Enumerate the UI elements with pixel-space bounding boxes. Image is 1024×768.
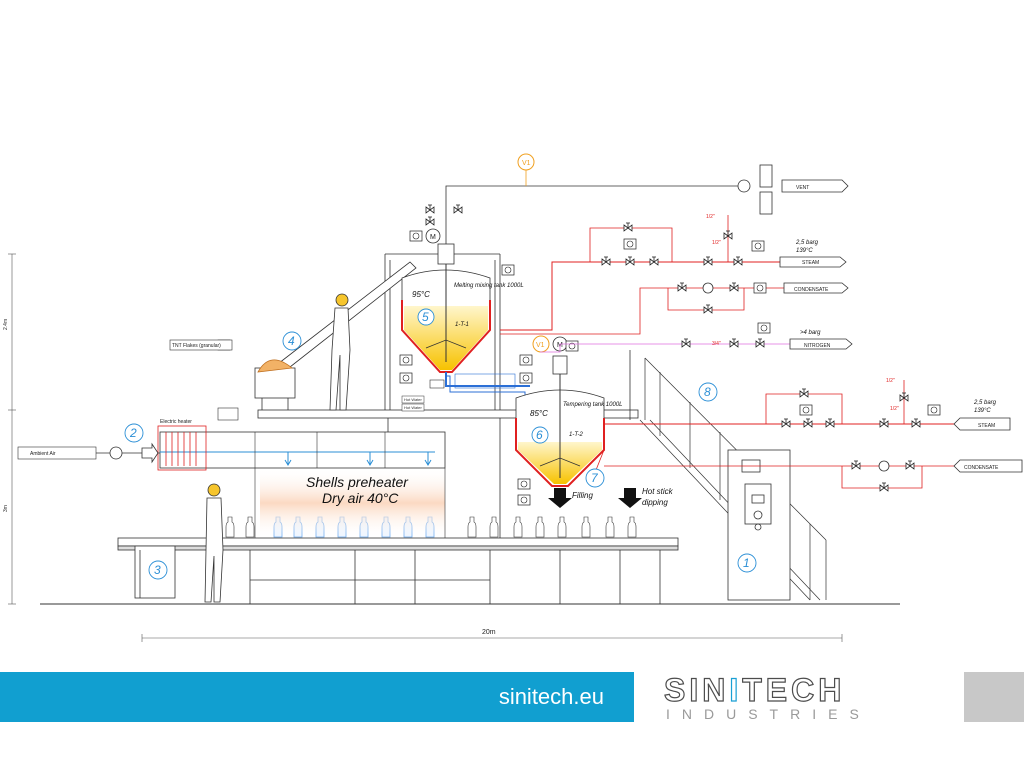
hot-stick-label-2: dipping: [642, 498, 668, 507]
top-valves: [425, 204, 463, 226]
step-7-icon: [585, 468, 605, 488]
step-4-icon: [282, 331, 302, 351]
step-1-icon: [737, 553, 757, 573]
hot-water-label-1: Hot Water: [404, 397, 423, 402]
footer-bar: [0, 672, 634, 722]
filling-arrow-icon: [548, 488, 572, 508]
fan-icon: [109, 446, 123, 460]
electric-heater: [157, 425, 207, 471]
melting-tank-tag: 1-T-1: [455, 322, 469, 328]
process-diagram: 2.4m 3m 20m: [3, 153, 1023, 642]
step-5-icon: [417, 308, 435, 326]
step-6-icon: [531, 426, 549, 444]
steam-top-label: STEAM: [802, 260, 819, 266]
filling-label: Filling: [572, 491, 593, 500]
step-3-icon: [148, 560, 168, 580]
shells-preheater: [159, 431, 446, 538]
tempering-tank: [515, 355, 605, 487]
condensate-top-label: CONDENSATE: [794, 287, 829, 293]
condensate-right-valves: [851, 460, 915, 492]
nitrogen-pressure: >4 barg: [800, 330, 821, 336]
hot-water-label-2: Hot Water: [404, 405, 423, 410]
condensate-right-label: CONDENSATE: [964, 465, 999, 471]
operator-upper: [329, 293, 351, 411]
sinitech-logo: SINITECH INDUSTRIES: [663, 672, 934, 725]
svg-text:V1: V1: [536, 342, 545, 349]
vent-line: [445, 164, 849, 244]
tempering-tank-tag: 1-T-2: [569, 432, 583, 438]
vent-label: VENT: [796, 185, 809, 191]
height-label-upper: 2.4m: [3, 319, 9, 330]
step-6-label: 6: [536, 428, 543, 442]
height-label-lower: 3m: [3, 505, 9, 512]
control-cabinet: [727, 449, 791, 601]
half-inch-label-4: 1/2": [890, 406, 899, 412]
step-numbers: [124, 308, 757, 580]
melting-tank-temp: 95°C: [412, 290, 430, 299]
nitrogen-valves: [681, 322, 771, 348]
steam-top-valves: [601, 222, 765, 266]
tnt-flakes-label: TNT Flakes (granular): [172, 343, 221, 349]
motor-top-icon: [425, 228, 441, 244]
length-dimension: [141, 634, 843, 642]
logo-text-a: SIN: [663, 672, 730, 708]
tempering-tank-name: Tempering tank 1000L: [563, 402, 623, 408]
hot-stick-label-1: Hot stick: [642, 487, 674, 496]
length-label: 20m: [482, 629, 496, 636]
svg-text:M: M: [430, 234, 436, 241]
steam-right-label: STEAM: [978, 423, 995, 429]
step-5-label: 5: [422, 310, 429, 324]
condensate-right-line: [595, 449, 1023, 489]
step-3-label: 3: [154, 563, 161, 577]
dipping-arrow-icon: [618, 488, 642, 508]
nitrogen-line: [540, 338, 853, 353]
melting-tank-name: Melting mixing tank 1000L: [454, 283, 524, 289]
condensate-top-valves: [677, 282, 767, 314]
steam-top-temp: 139°C: [796, 248, 813, 254]
steam-right-valves: [781, 388, 941, 428]
half-inch-label-3: 1/2": [886, 378, 895, 384]
step-7-label: 7: [591, 471, 599, 485]
tempering-tank-temp: 85°C: [530, 409, 548, 418]
footer-url[interactable]: sinitech.eu: [498, 684, 604, 709]
ambient-air-label: Ambient Air: [30, 451, 56, 457]
dry-air-label: Dry air 40°C: [322, 490, 399, 506]
step-8-label: 8: [704, 385, 711, 399]
steam-top-line: [500, 215, 847, 331]
step-8-icon: [698, 382, 718, 402]
svg-text:V1: V1: [522, 160, 531, 167]
nitrogen-label: NITROGEN: [804, 343, 831, 349]
step-4-label: 4: [288, 334, 295, 348]
electric-heater-label: Electric heater: [160, 419, 192, 425]
logo-subtitle: INDUSTRIES: [666, 706, 871, 722]
operator-lower: [204, 483, 224, 603]
shells-preheater-label: Shells preheater: [306, 474, 409, 490]
half-inch-label-1: 1/2": [706, 214, 715, 220]
transfer-pipe: [445, 372, 530, 400]
steam-top-pressure: 2,5 barg: [795, 240, 819, 246]
half-inch-label-2: 1/2": [712, 240, 721, 246]
melting-tank: [401, 243, 491, 389]
steam-right-temp: 139°C: [974, 408, 991, 414]
steam-right-pressure: 2,5 barg: [973, 400, 997, 406]
logo-text-b: I: [729, 672, 743, 708]
three-quarter-label: 3/4": [712, 341, 721, 347]
footer-grey-box: [964, 672, 1024, 722]
step-1-label: 1: [743, 556, 750, 570]
step-2-icon: [124, 423, 144, 443]
logo-text-c: TECH: [742, 672, 846, 708]
conveyor: [117, 537, 679, 604]
step-2-label: 2: [129, 426, 137, 440]
height-dimension: [8, 253, 16, 605]
